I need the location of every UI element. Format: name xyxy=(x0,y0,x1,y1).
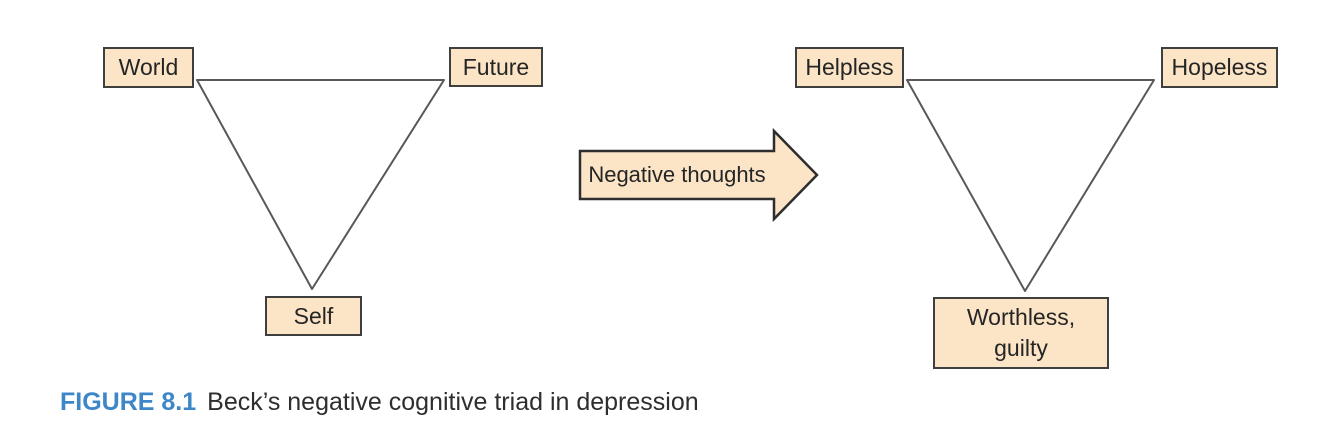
caption-number: FIGURE 8.1 xyxy=(60,388,197,416)
worthless-guilty-box: Worthless, guilty xyxy=(933,297,1109,369)
arrow-label: Negative thoughts xyxy=(588,162,766,187)
right-triangle xyxy=(906,79,1155,292)
negative-thoughts-arrow xyxy=(578,127,819,223)
world-box: World xyxy=(103,47,194,88)
helpless-box: Helpless xyxy=(795,47,904,88)
figure-caption: FIGURE 8.1 Beck’s negative cognitive tria… xyxy=(60,388,699,417)
hopeless-box: Hopeless xyxy=(1161,47,1278,88)
left-triangle xyxy=(196,79,445,290)
self-box: Self xyxy=(265,296,362,336)
future-box: Future xyxy=(449,47,543,87)
caption-text: Beck’s negative cognitive triad in depre… xyxy=(207,388,699,416)
